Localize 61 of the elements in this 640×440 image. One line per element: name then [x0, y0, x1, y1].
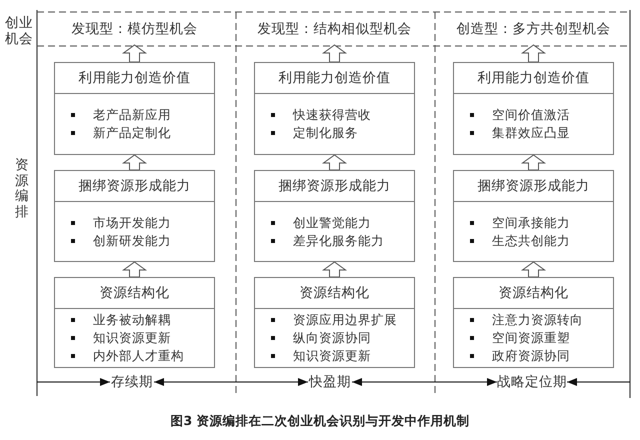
box-heading: 捆绑资源形成能力 — [454, 171, 613, 202]
process-box — [54, 277, 215, 368]
bullet-item: 定制化服务 — [271, 124, 414, 142]
opportunity-header: 创造型：多方共创型机会 — [437, 13, 630, 45]
bullet-item: 快速获得营收 — [271, 106, 414, 124]
arrow — [352, 378, 498, 386]
bullet-item: 内外部人才重构 — [71, 347, 214, 365]
period-label: 战略定位期 — [497, 372, 567, 392]
hollow-arrow — [520, 154, 546, 170]
process-box — [453, 170, 614, 262]
bullet-item: 生态共创能力 — [470, 232, 613, 250]
axis-label: 资源编排 — [14, 157, 30, 220]
bullet-item: 注意力资源转向 — [470, 311, 613, 329]
box-heading: 利用能力创造价值 — [454, 63, 613, 94]
process-box — [254, 170, 415, 262]
bullet-item: 空间资源重塑 — [470, 329, 613, 347]
hollow-arrow — [520, 261, 546, 278]
bullet-item: 空间价值激活 — [470, 106, 613, 124]
bullet-item: 业务被动解耦 — [71, 311, 214, 329]
bullet-item: 老产品新应用 — [71, 106, 214, 124]
box-heading: 资源结构化 — [55, 278, 214, 309]
opportunity-header: 发现型：模仿型机会 — [38, 13, 231, 45]
process-box — [254, 62, 415, 155]
hollow-arrow — [122, 44, 148, 62]
bullet-item: 知识资源更新 — [71, 329, 214, 347]
bullet-item: 新产品定制化 — [71, 124, 214, 142]
box-heading: 捆绑资源形成能力 — [255, 171, 414, 202]
hollow-arrow — [122, 154, 148, 170]
axis-label: 创业机会 — [4, 15, 34, 46]
process-box — [254, 277, 415, 368]
box-heading: 捆绑资源形成能力 — [55, 171, 214, 202]
bullet-item: 资源应用边界扩展 — [271, 311, 414, 329]
process-box — [54, 170, 215, 262]
figure-caption: 图3 资源编排在二次创业机会识别与开发中作用机制 — [169, 413, 471, 430]
hollow-arrow — [322, 154, 348, 170]
bullet-item: 市场开发能力 — [71, 214, 214, 232]
box-heading: 资源结构化 — [255, 278, 414, 309]
bullet-item: 集群效应凸显 — [470, 124, 613, 142]
bullet-item: 政府资源协同 — [470, 347, 613, 365]
process-box — [54, 62, 215, 155]
hollow-arrow — [322, 261, 348, 278]
arrow — [36, 378, 110, 386]
period-label: 快盈期 — [308, 372, 352, 392]
process-box — [453, 62, 614, 155]
bullet-item: 创业警觉能力 — [271, 214, 414, 232]
bullet-item: 纵向资源协同 — [271, 329, 414, 347]
box-heading: 利用能力创造价值 — [255, 63, 414, 94]
box-heading: 资源结构化 — [454, 278, 613, 309]
hollow-arrow — [322, 44, 348, 62]
process-box — [453, 277, 614, 368]
opportunity-header: 发现型：结构相似型机会 — [238, 13, 431, 45]
bullet-item: 空间承接能力 — [470, 214, 613, 232]
bullet-item: 差异化服务能力 — [271, 232, 414, 250]
bullet-item: 创新研发能力 — [71, 232, 214, 250]
box-heading: 利用能力创造价值 — [55, 63, 214, 94]
arrow — [154, 378, 308, 386]
hollow-arrow — [520, 44, 546, 62]
arrow — [566, 378, 630, 386]
bullet-item: 知识资源更新 — [271, 347, 414, 365]
period-label: 存续期 — [110, 372, 154, 392]
hollow-arrow — [122, 261, 148, 278]
